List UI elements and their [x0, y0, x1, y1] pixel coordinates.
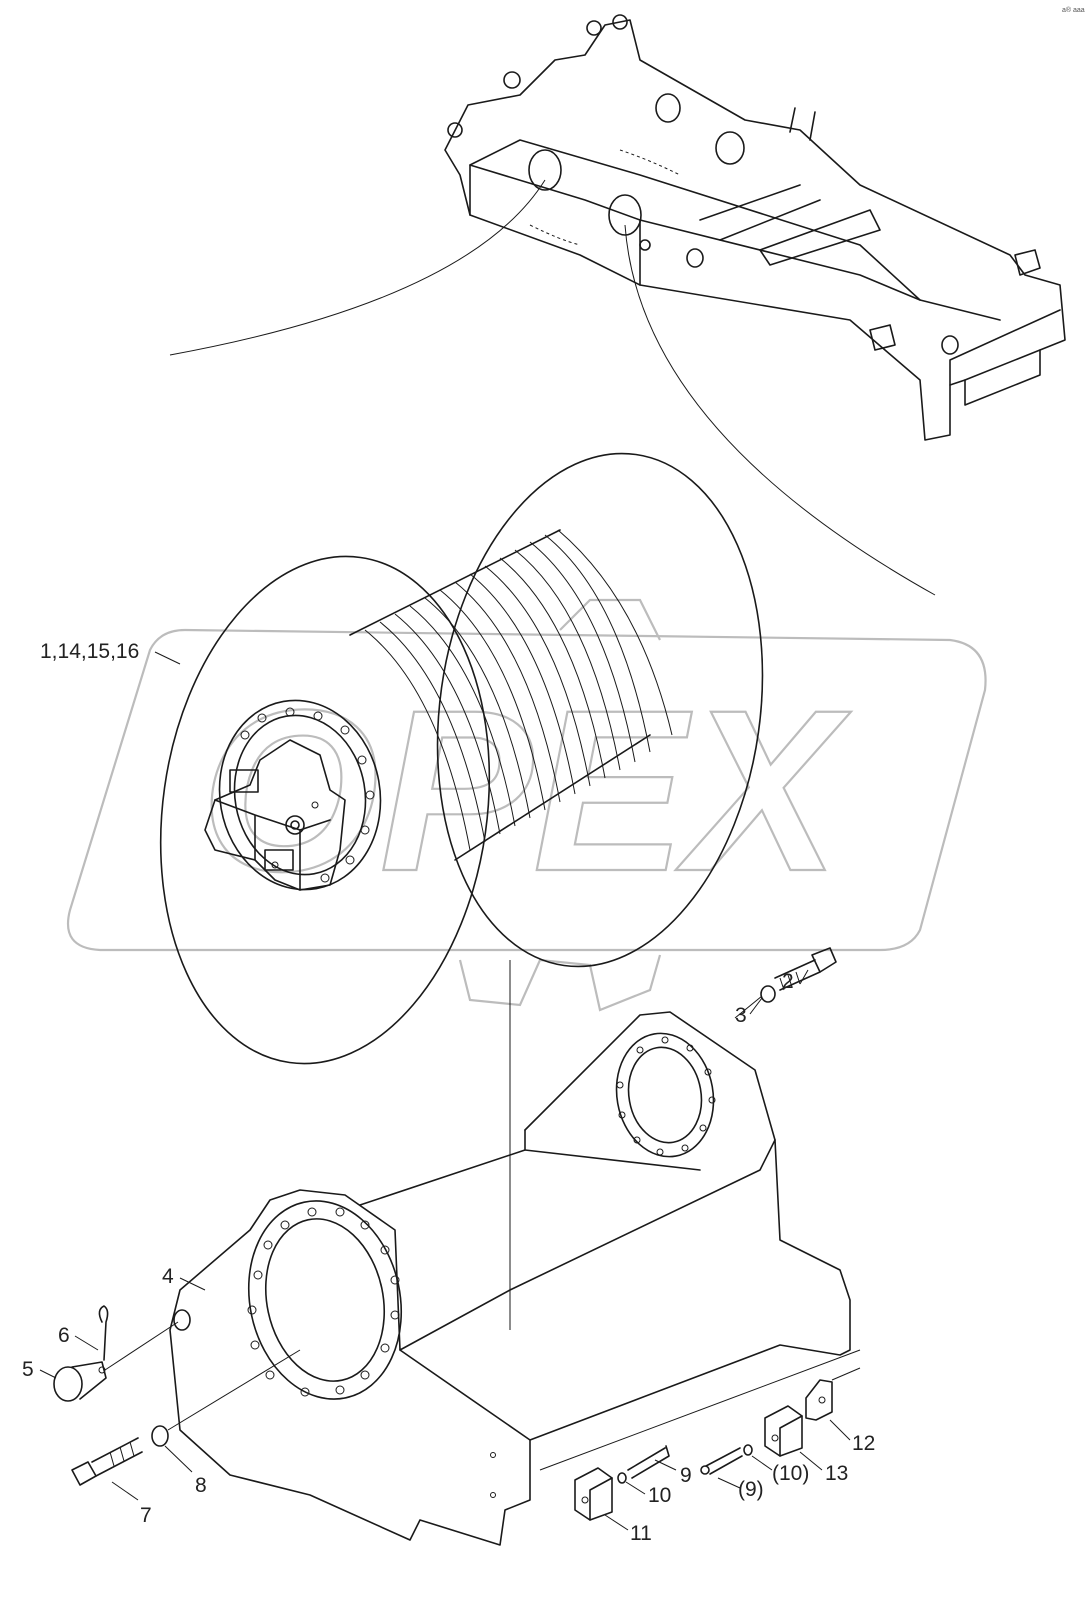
washer-top — [760, 985, 776, 1003]
flange-bolt-holes — [240, 707, 375, 883]
plate-12 — [805, 1379, 833, 1421]
callout-4: 4 — [162, 1265, 206, 1291]
callout-5: 5 — [22, 1358, 57, 1381]
svg-text:5: 5 — [22, 1358, 34, 1381]
pin-leader — [104, 1321, 179, 1371]
bolt-bottom — [71, 1437, 143, 1486]
corner-mark: a® aaa — [1062, 6, 1085, 14]
washer-bottom — [151, 1425, 169, 1447]
svg-text:10: 10 — [648, 1484, 671, 1507]
bolt-top-leader — [734, 995, 763, 1019]
callout-10: 10 — [625, 1481, 671, 1507]
far-ring-bolt-holes — [616, 1036, 716, 1156]
callout-3: 3 — [735, 997, 763, 1027]
callout-11: 11 — [604, 1514, 652, 1545]
svg-text:OPEX: OPEX — [200, 662, 851, 919]
base-frame — [169, 1011, 851, 1546]
svg-text:(10): (10) — [772, 1462, 809, 1485]
callout-2: 2 — [782, 969, 809, 993]
callout-13: 13 — [799, 1451, 848, 1485]
svg-text:12: 12 — [852, 1432, 875, 1455]
plate-leader — [831, 1367, 861, 1381]
callout-7: 7 — [111, 1481, 152, 1527]
svg-text:13: 13 — [825, 1462, 848, 1485]
svg-text:11: 11 — [630, 1522, 652, 1545]
callout-8: 8 — [164, 1445, 207, 1497]
chassis-frame — [444, 14, 1066, 441]
callout-6: 6 — [58, 1324, 99, 1351]
washer-leader — [167, 1349, 301, 1431]
svg-text:4: 4 — [162, 1265, 174, 1288]
small-bolt — [627, 1445, 670, 1479]
small-nut — [617, 1472, 627, 1484]
bracket-13 — [764, 1405, 803, 1457]
callout-drum-assembly: 1,14,15,16 — [40, 640, 181, 665]
bracket-leader — [539, 1349, 861, 1471]
bracket-11 — [574, 1467, 613, 1521]
callout-10-alt: (10) — [751, 1455, 809, 1485]
svg-text:1,14,15,16: 1,14,15,16 — [40, 640, 139, 663]
drum-grooves — [349, 529, 673, 861]
winch-drum — [159, 452, 764, 1065]
bolt-top — [774, 947, 837, 991]
brand-watermark: OPEX — [66, 598, 987, 1012]
svg-text:9: 9 — [680, 1464, 692, 1487]
cotter-pin — [98, 1305, 109, 1361]
pin — [53, 1361, 107, 1402]
hydraulic-motor — [204, 739, 346, 891]
callout-12: 12 — [829, 1419, 875, 1455]
svg-text:(9): (9) — [738, 1478, 764, 1501]
small-bolt-alt — [700, 1447, 743, 1475]
frame-leader-left — [169, 179, 546, 356]
ring-bolt-holes — [247, 1207, 400, 1397]
small-nut-alt — [743, 1444, 753, 1456]
svg-text:6: 6 — [58, 1324, 70, 1347]
frame-leader-right — [624, 224, 936, 596]
svg-text:7: 7 — [140, 1504, 152, 1527]
callout-9-alt: (9) — [717, 1477, 764, 1501]
svg-text:3: 3 — [735, 1004, 747, 1027]
svg-text:2: 2 — [782, 970, 794, 993]
callout-9: 9 — [654, 1459, 692, 1487]
svg-text:8: 8 — [195, 1474, 207, 1497]
